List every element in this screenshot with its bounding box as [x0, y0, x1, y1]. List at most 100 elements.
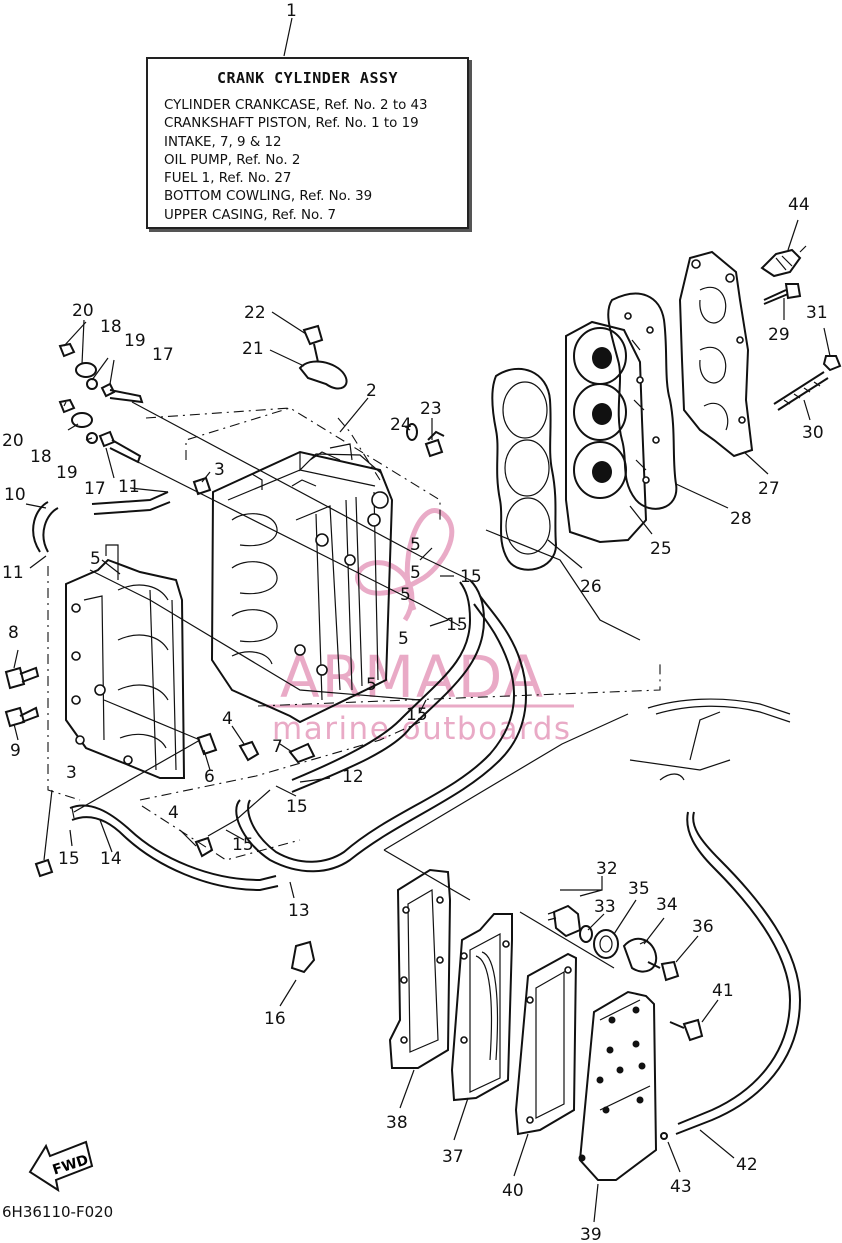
callout-44: 44 — [788, 195, 810, 215]
plug-3-lower — [34, 858, 54, 878]
plug-23 — [424, 430, 445, 458]
callout-28: 28 — [730, 509, 752, 529]
bottom-cowling-edge — [629, 698, 791, 781]
gasket-35 — [593, 929, 619, 959]
reference-line: UPPER CASING, Ref. No. 7 — [164, 207, 337, 223]
callout-4: 4 — [222, 709, 233, 729]
callout-29: 29 — [768, 325, 790, 345]
callout-15: 15 — [406, 705, 428, 725]
callout-11: 11 — [118, 477, 140, 497]
callout-21: 21 — [242, 339, 264, 359]
callout-7: 7 — [272, 737, 283, 757]
callout-42: 42 — [736, 1155, 758, 1175]
nut-20-lower — [58, 398, 76, 414]
cylinder-head-gasket — [491, 367, 558, 571]
bolt-36 — [647, 960, 680, 982]
cylinder-head — [565, 320, 648, 544]
bolt-9 — [4, 706, 40, 728]
callout-5: 5 — [400, 585, 411, 605]
callout-18: 18 — [100, 317, 122, 337]
callout-22: 22 — [244, 303, 266, 323]
reference-line: CRANKSHAFT PISTON, Ref. No. 1 to 19 — [164, 116, 419, 132]
callout-4: 4 — [168, 803, 179, 823]
callout-41: 41 — [712, 981, 734, 1001]
hose-10 — [32, 501, 59, 553]
collar-19-upper — [86, 378, 98, 390]
callout-5: 5 — [410, 563, 421, 583]
fitting-4-lower — [194, 836, 214, 858]
callout-15: 15 — [232, 835, 254, 855]
callout-12: 12 — [342, 767, 364, 787]
nut-31 — [822, 355, 842, 372]
callout-17: 17 — [84, 479, 106, 499]
callout-5: 5 — [366, 675, 377, 695]
callout-20: 20 — [72, 301, 94, 321]
fitting-7 — [288, 742, 316, 764]
callout-43: 43 — [670, 1177, 692, 1197]
callout-40: 40 — [502, 1181, 524, 1201]
catalog-number: 6H36110-F020 — [2, 1203, 114, 1221]
bolt-8 — [4, 666, 40, 690]
reference-line: INTAKE, 7, 9 & 12 — [164, 134, 282, 150]
collar-19-lower — [86, 432, 98, 444]
stud-bolt-30 — [773, 371, 829, 411]
plug-3-upper — [192, 476, 212, 496]
callout-31: 31 — [806, 303, 828, 323]
hose-42 — [675, 811, 802, 1135]
head-cover-gasket — [607, 292, 678, 510]
assembly-title: CRANK CYLINDER ASSY — [216, 69, 399, 87]
assembly-note-box: CRANK CYLINDER ASSY CYLINDER CRANKCASE, … — [146, 57, 469, 229]
washer-24 — [406, 423, 418, 441]
alignment-lines — [73, 401, 661, 969]
callout-3: 3 — [66, 763, 77, 783]
washer-18-lower — [71, 412, 93, 428]
callout-3: 3 — [214, 460, 225, 480]
bolt-41 — [669, 1018, 704, 1042]
thermostat-33 — [579, 925, 593, 943]
callout-5: 5 — [90, 549, 101, 569]
hose-13 — [235, 595, 527, 873]
exhaust-gasket-38 — [388, 868, 452, 1069]
reference-line: BOTTOM COWLING, Ref. No. 39 — [164, 189, 373, 205]
callout-30: 30 — [802, 423, 824, 443]
thermostat-cover-34 — [622, 937, 658, 973]
bolt-17-lower — [98, 430, 142, 464]
callout-8: 8 — [8, 623, 19, 643]
watermark-logo-swirl — [355, 508, 455, 622]
callout-15: 15 — [286, 797, 308, 817]
fitting-4-upper — [238, 740, 260, 762]
fitting-6 — [196, 732, 218, 756]
callout-39: 39 — [580, 1225, 602, 1243]
callout-33: 33 — [594, 897, 616, 917]
callout-38: 38 — [386, 1113, 408, 1133]
callout-1: 1 — [286, 1, 297, 21]
assembly-reference-list: CYLINDER CRANKCASE, Ref. No. 2 to 43 CRA… — [164, 97, 428, 225]
washer-18-upper — [75, 362, 97, 378]
callout-37: 37 — [442, 1147, 464, 1167]
reference-line: FUEL 1, Ref. No. 27 — [164, 171, 292, 187]
callout-32: 32 — [596, 859, 618, 879]
callout-23: 23 — [420, 399, 442, 419]
crankcase-half — [47, 544, 186, 801]
callout-15: 15 — [58, 849, 80, 869]
callout-25: 25 — [650, 539, 672, 559]
callout-24: 24 — [390, 415, 412, 435]
callout-15: 15 — [446, 615, 468, 635]
callout-27: 27 — [758, 479, 780, 499]
callout-6: 6 — [204, 767, 215, 787]
callout-14: 14 — [100, 849, 122, 869]
callout-10: 10 — [4, 485, 26, 505]
callout-9: 9 — [10, 741, 21, 761]
cylinder-head-cover — [678, 250, 754, 458]
clip-43 — [660, 1132, 668, 1140]
bolt-29 — [763, 283, 802, 305]
callout-5: 5 — [398, 629, 409, 649]
spark-plug — [760, 245, 807, 278]
hose-12 — [291, 579, 486, 793]
callout-11: 11 — [2, 563, 24, 583]
callout-19: 19 — [124, 331, 146, 351]
exhaust-gasket-40 — [514, 952, 578, 1136]
exhaust-inner-plate-37 — [450, 913, 513, 1102]
